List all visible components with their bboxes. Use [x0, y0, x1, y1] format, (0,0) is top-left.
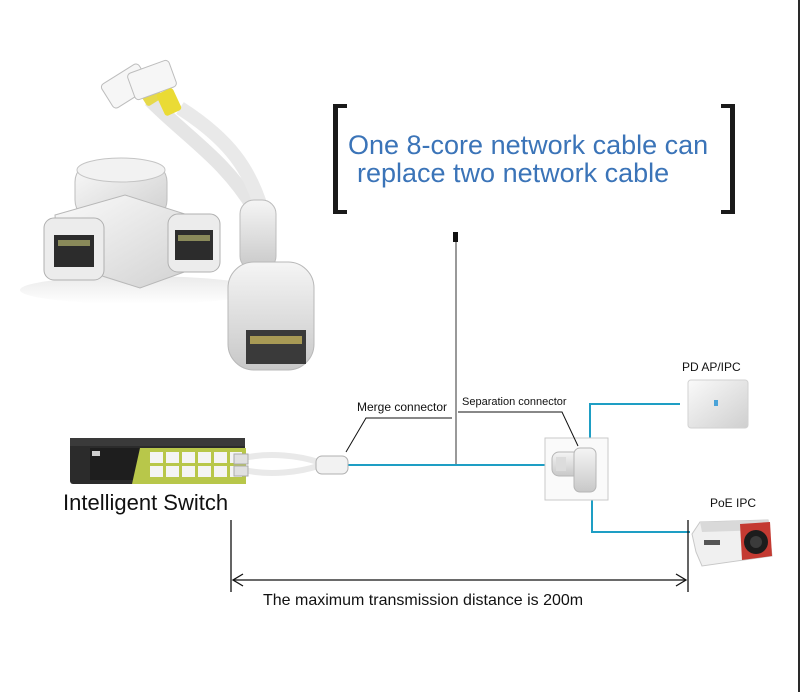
intelligent-switch-label: Intelligent Switch [63, 490, 229, 515]
intelligent-switch-graphic [70, 438, 246, 484]
device-poe-ipc-label: PoE IPC [710, 496, 757, 510]
y-cable-photo [100, 59, 315, 371]
right-border [798, 0, 800, 692]
merge-callout-line [345, 417, 452, 453]
poe-ipc-camera-graphic [691, 519, 773, 567]
device-ap-label: PD AP/IPC [682, 360, 741, 374]
pointer-marker [453, 232, 458, 242]
access-point-graphic [687, 379, 749, 429]
separation-callout-line [458, 411, 579, 447]
merge-connector-label: Merge connector [357, 400, 448, 414]
headline-line-1: One 8-core network cable can [348, 130, 709, 160]
separation-connector-graphic [544, 437, 609, 501]
t-splitter-photo [20, 157, 260, 304]
headline-brackets [333, 104, 735, 214]
distance-label: The maximum transmission distance is 200… [263, 592, 584, 609]
headline-line-2: replace two network cable [357, 158, 670, 188]
merge-connector-graphic [233, 452, 349, 477]
network-cables [346, 403, 690, 533]
separation-connector-label: Separation connector [462, 396, 567, 408]
distance-dimension [230, 520, 689, 592]
